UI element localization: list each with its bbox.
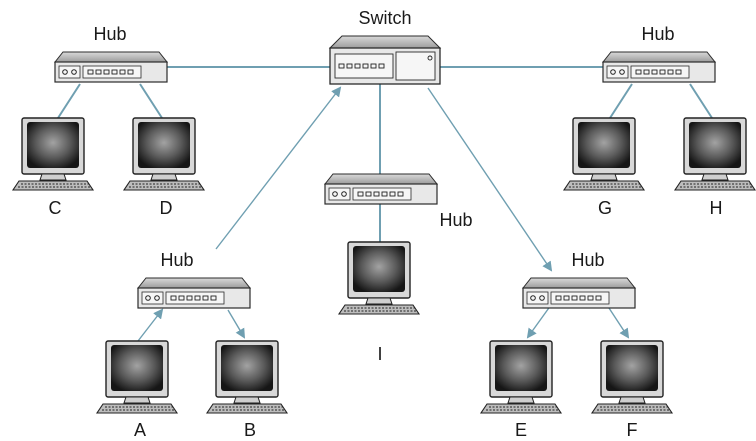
arrow-hub-to-e bbox=[526, 304, 552, 339]
hub-right-label: Hub bbox=[641, 24, 674, 44]
hub-right-device bbox=[602, 51, 716, 83]
computer-i bbox=[338, 241, 420, 315]
computer-a bbox=[96, 340, 178, 414]
computer-f-label: F bbox=[627, 420, 638, 440]
arrow-hub-to-f bbox=[606, 304, 630, 339]
frame-path-arrows bbox=[137, 86, 630, 342]
hub-left-device bbox=[54, 51, 168, 83]
hub-center-label: Hub bbox=[439, 210, 472, 230]
computer-e-label: E bbox=[515, 420, 527, 440]
link-hub-right-pc-h bbox=[689, 83, 713, 119]
switch-device bbox=[328, 35, 442, 85]
computer-g bbox=[563, 117, 645, 191]
computer-c bbox=[12, 117, 94, 191]
arrow-switch-to-hub bbox=[427, 87, 553, 272]
computer-h bbox=[674, 117, 756, 191]
arrow-hub-to-b bbox=[227, 309, 246, 339]
link-hub-left-pc-c bbox=[57, 83, 81, 119]
arrow-a-to-hub bbox=[137, 308, 164, 342]
computer-b bbox=[206, 340, 288, 414]
arrow-hub-to-switch bbox=[215, 86, 342, 250]
hub-bottom-left-label: Hub bbox=[160, 250, 193, 270]
switch-label: Switch bbox=[358, 8, 411, 28]
links bbox=[57, 66, 713, 242]
hub-left-label: Hub bbox=[93, 24, 126, 44]
computer-a-label: A bbox=[134, 420, 146, 440]
computer-d bbox=[123, 117, 205, 191]
computer-f bbox=[591, 340, 673, 414]
link-hub-left-pc-d bbox=[139, 83, 163, 119]
computer-c-label: C bbox=[49, 198, 62, 218]
computer-g-label: G bbox=[598, 198, 612, 218]
hub-bottom-left-device bbox=[137, 277, 251, 309]
computer-h-label: H bbox=[710, 198, 723, 218]
computer-b-label: B bbox=[244, 420, 256, 440]
computer-d-label: D bbox=[160, 198, 173, 218]
computer-e bbox=[480, 340, 562, 414]
computer-i-label: I bbox=[377, 344, 382, 364]
link-hub-right-pc-g bbox=[609, 83, 633, 119]
hub-bottom-right-device bbox=[522, 277, 636, 309]
hub-bottom-right-label: Hub bbox=[571, 250, 604, 270]
hub-center-device bbox=[324, 173, 438, 205]
